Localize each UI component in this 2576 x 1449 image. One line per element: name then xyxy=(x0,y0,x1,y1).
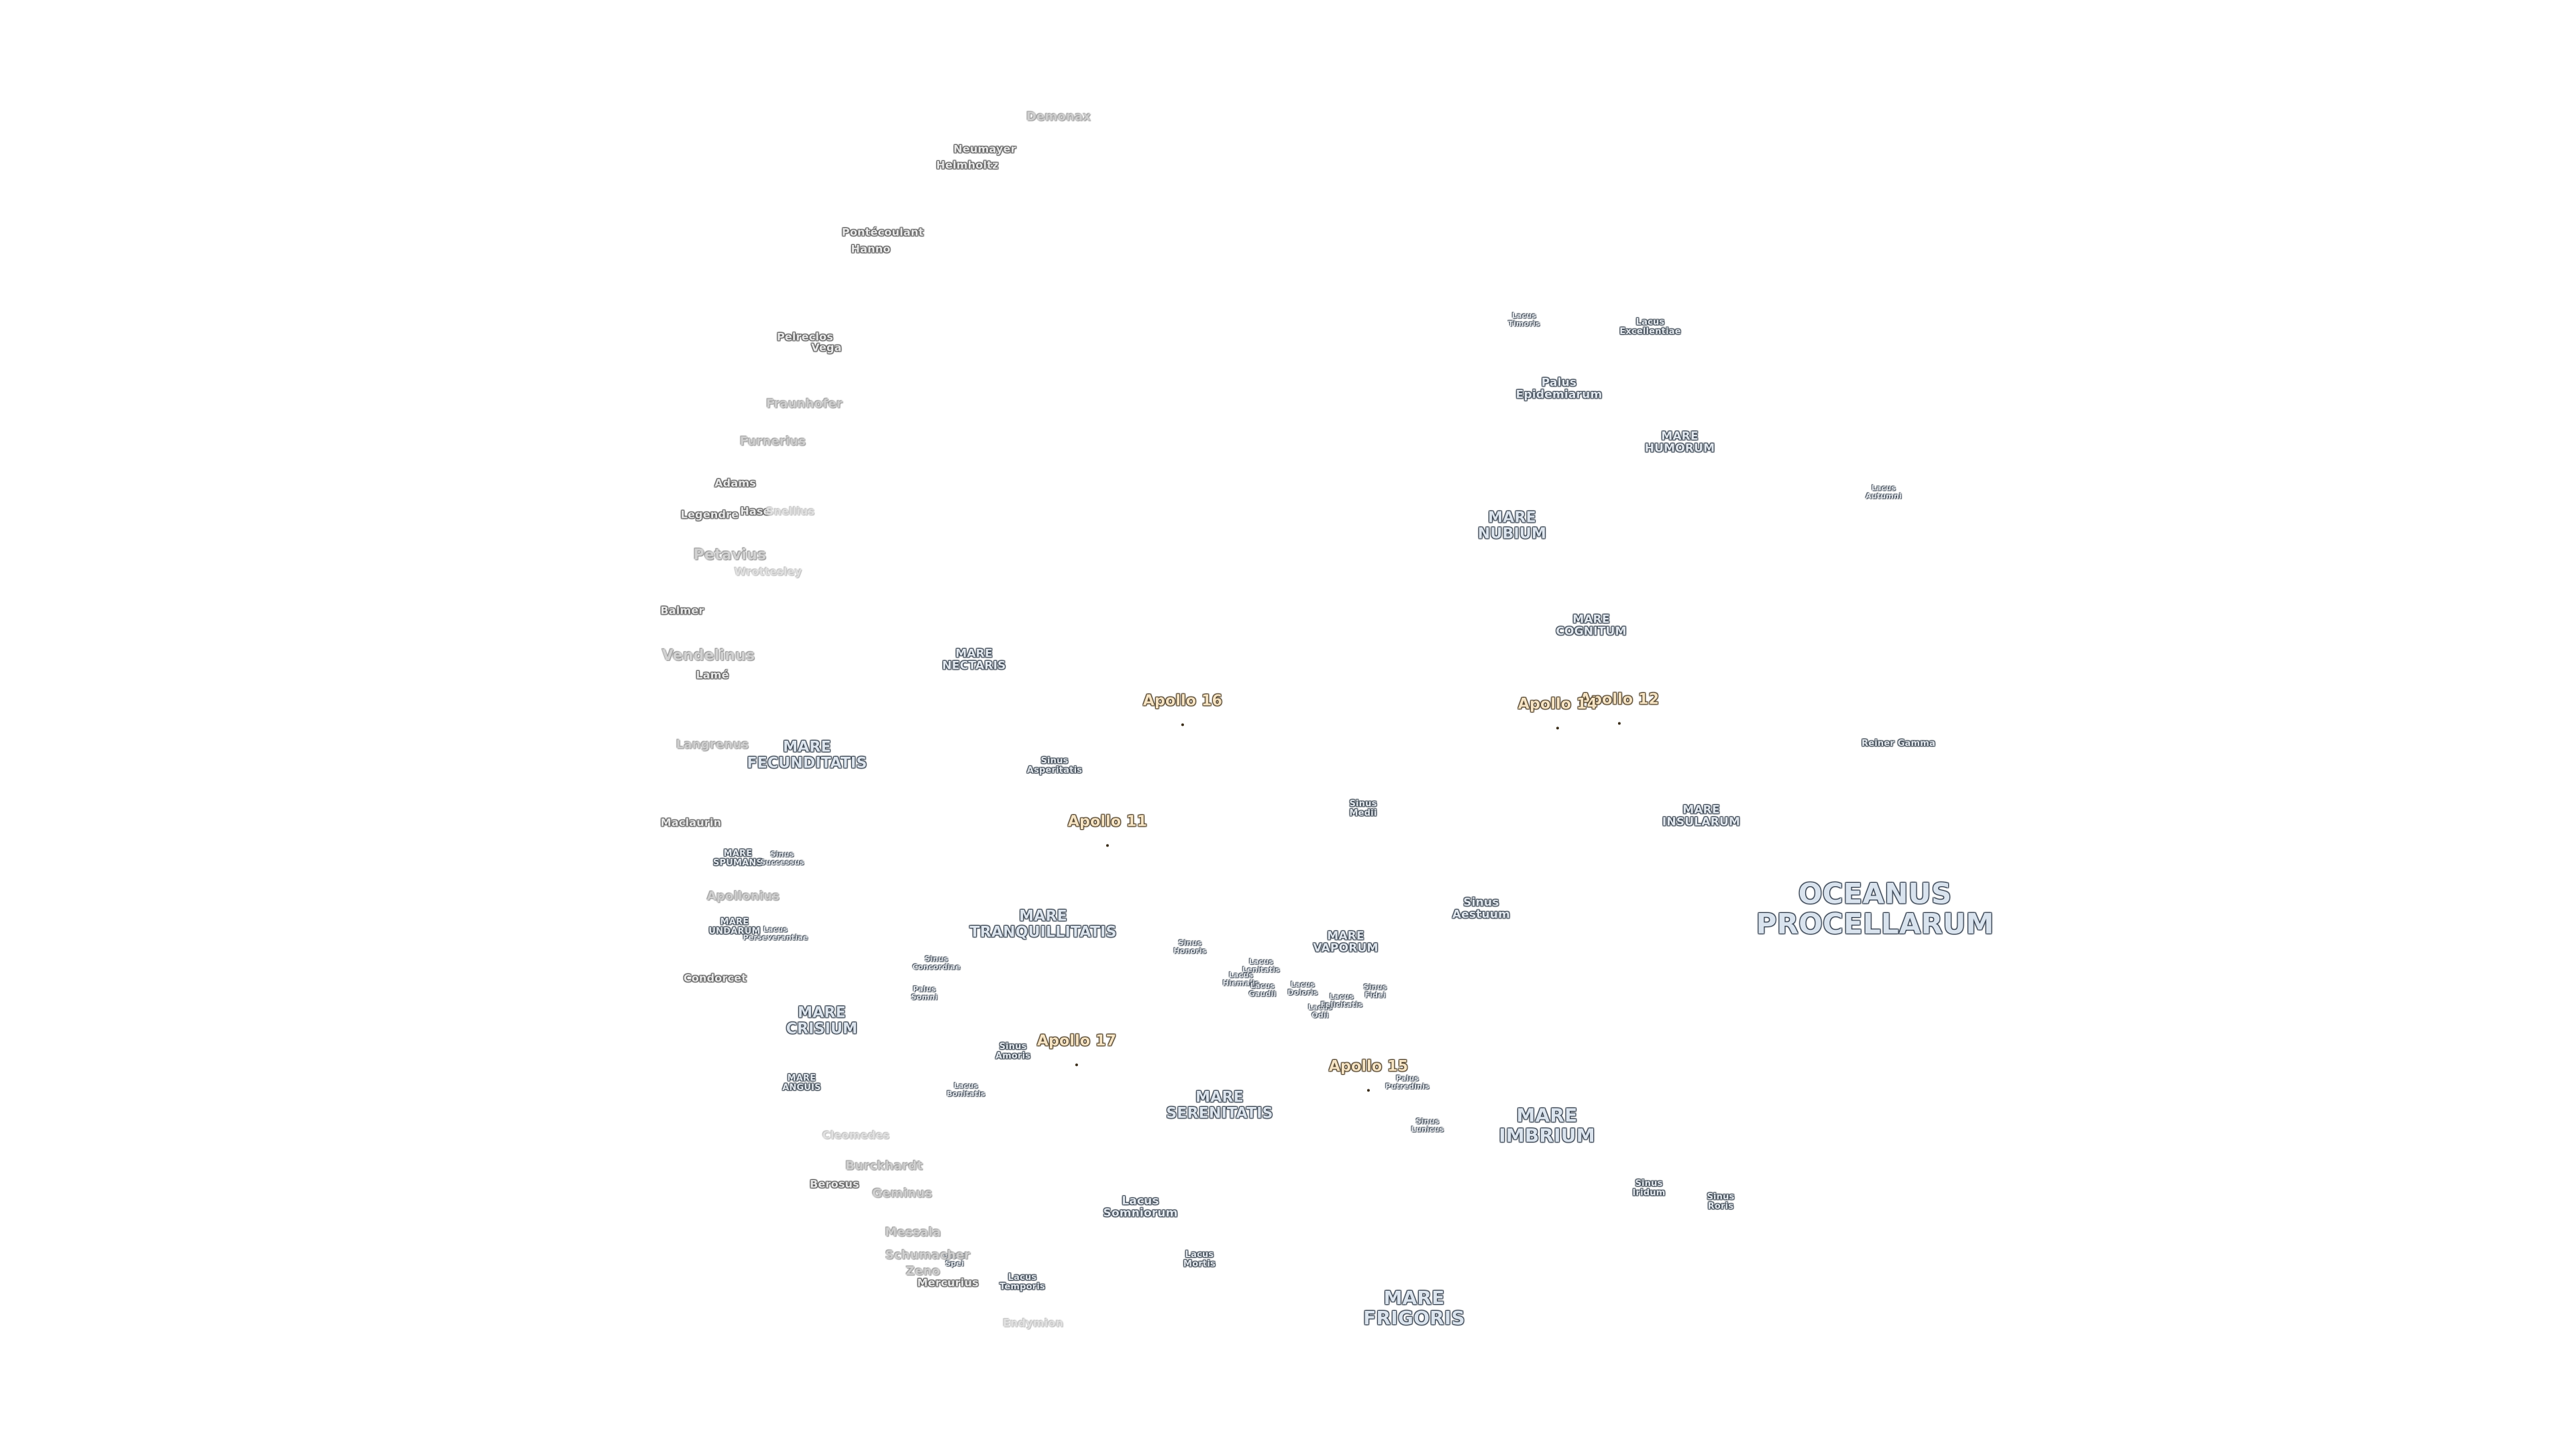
label-oceanus-procellarum: OCEANUS PROCELLARUM xyxy=(1756,877,1994,941)
label-petavius: Petavius xyxy=(693,547,767,564)
label-mercurius: Mercurius xyxy=(917,1276,979,1289)
label-mare-crisium: MARE CRISIUM xyxy=(786,1004,858,1037)
label-lacus-gaudii: Lacus Gaudii xyxy=(1248,981,1277,998)
label-apollonius: Apollonius xyxy=(706,889,780,904)
label-wrottesley: Wrottesley xyxy=(734,565,802,578)
label-lacus-spei: Lacus Spei xyxy=(942,1251,967,1268)
label-sinus-concordiae: Sinus Concordiae xyxy=(912,955,961,971)
apollo-15-label: Apollo 15 xyxy=(1328,1058,1409,1075)
label-legendre: Legendre xyxy=(680,508,739,521)
label-reiner-gamma: Reiner Gamma xyxy=(1862,738,1935,749)
label-lacus-hiemalis: Lacus Hiemalis xyxy=(1222,971,1260,987)
apollo-14-marker-icon xyxy=(1556,727,1559,730)
label-neumayer: Neumayer xyxy=(953,142,1016,156)
apollo-12-site[interactable]: Apollo 12 xyxy=(1579,676,1660,725)
label-endymion: Endymion xyxy=(1002,1316,1064,1330)
label-lacus-odii: Lacus Odii xyxy=(1307,1003,1333,1020)
label-lacus-mortis: Lacus Mortis xyxy=(1183,1249,1216,1269)
label-mare-tranquillitatis: MARE TRANQUILLITATIS xyxy=(969,908,1117,941)
label-sinus-successus: Sinus Successus xyxy=(760,850,804,867)
label-mare-anguis: MARE ANGUIS xyxy=(782,1073,821,1093)
apollo-14-site[interactable]: Apollo 14 xyxy=(1517,680,1598,730)
label-sinus-medii: Sinus Medii xyxy=(1349,798,1377,818)
label-cleomedes: Cleomedes xyxy=(822,1128,890,1142)
label-hanno: Hanno xyxy=(851,242,891,256)
label-fraunhofer: Fraunhofer xyxy=(766,396,843,411)
label-mare-vaporum: MARE VAPORUM xyxy=(1313,929,1379,955)
label-sinus-fidei: Sinus Fidei xyxy=(1363,983,1387,1000)
apollo-17-label: Apollo 17 xyxy=(1036,1032,1117,1050)
apollo-11-label: Apollo 11 xyxy=(1067,813,1148,830)
label-lacus-excellentiae: Lacus Excellentiae xyxy=(1619,317,1681,337)
label-pontecoulant: Pontécoulant xyxy=(841,225,924,239)
label-sinus-asperitatis: Sinus Asperitatis xyxy=(1026,755,1083,775)
label-snellius: Snellius xyxy=(765,504,815,518)
label-lacus-felicitatis: Lacus Felicitatis xyxy=(1320,992,1363,1009)
label-mare-frigoris: MARE FRIGORIS xyxy=(1363,1286,1465,1329)
label-helmholtz: Helmholtz xyxy=(936,158,999,172)
label-hase: Hase xyxy=(740,504,771,518)
apollo-15-site[interactable]: Apollo 15 xyxy=(1328,1042,1409,1092)
label-sinus-lunicus: Sinus Lunicus xyxy=(1411,1117,1444,1134)
label-vendelinus: Vendelinus xyxy=(661,647,755,665)
apollo-15-marker-icon xyxy=(1366,1089,1370,1092)
label-mare-undarum: MARE UNDARUM xyxy=(708,916,761,936)
label-lacus-bonitatis: Lacus Bonitatis xyxy=(947,1081,985,1098)
label-sinus-honoris: Sinus Honoris xyxy=(1173,938,1207,955)
apollo-12-marker-icon xyxy=(1617,722,1621,725)
label-mare-nectaris: MARE NECTARIS xyxy=(942,647,1006,673)
label-condorcet: Condorcet xyxy=(683,971,747,985)
label-palus-somni: Palus Somni xyxy=(911,985,938,1002)
label-lame: Lamé xyxy=(696,668,729,682)
label-schumacher: Schumacher xyxy=(885,1248,971,1263)
label-balmer: Balmer xyxy=(660,604,704,617)
label-langrenus: Langrenus xyxy=(676,737,749,752)
label-furnerius: Furnerius xyxy=(739,434,806,449)
label-mare-humorum: MARE HUMORUM xyxy=(1644,429,1715,455)
label-palus-epidemiarum: Palus Epidemiarum xyxy=(1515,376,1603,402)
apollo-12-label: Apollo 12 xyxy=(1579,691,1660,708)
label-lacus-perseverantiae: Lacus Perseverantiae xyxy=(743,925,808,942)
apollo-16-site[interactable]: Apollo 16 xyxy=(1142,677,1223,727)
label-geminus: Geminus xyxy=(872,1186,932,1201)
label-mare-insularum: MARE INSULARUM xyxy=(1662,803,1741,829)
label-lacus-lenitatis: Lacus Lenitatis xyxy=(1242,957,1281,974)
label-mare-serenitatis: MARE SERENITATIS xyxy=(1166,1089,1273,1122)
label-lacus-doloris: Lacus Doloris xyxy=(1287,980,1318,997)
label-mare-nubium: MARE NUBIUM xyxy=(1477,509,1547,542)
label-berosus: Berosus xyxy=(810,1177,859,1191)
label-mare-fecunditatis: MARE FECUNDITATIS xyxy=(747,739,867,771)
apollo-11-site[interactable]: Apollo 11 xyxy=(1067,798,1148,847)
label-mare-cognitum: MARE COGNITUM xyxy=(1556,612,1627,639)
label-sinus-iridum: Sinus Iridum xyxy=(1632,1178,1666,1198)
apollo-17-site[interactable]: Apollo 17 xyxy=(1036,1017,1117,1067)
apollo-16-marker-icon xyxy=(1181,723,1184,727)
apollo-14-label: Apollo 14 xyxy=(1517,696,1598,713)
label-mare-imbrium: MARE IMBRIUM xyxy=(1499,1104,1595,1146)
label-mare-spumans: MARE SPUMANS xyxy=(712,848,763,868)
label-burckhardt: Burckhardt xyxy=(845,1159,923,1173)
label-palus-putredinis: Palus Putredinis xyxy=(1385,1074,1430,1091)
label-sinus-roris: Sinus Roris xyxy=(1707,1191,1735,1212)
label-vega: Vega xyxy=(811,341,842,354)
label-zeno: Zeno xyxy=(906,1264,941,1279)
label-lacus-temporis: Lacus Temporis xyxy=(1000,1272,1045,1292)
label-adams: Adams xyxy=(714,476,756,490)
label-sinus-amoris: Sinus Amoris xyxy=(995,1041,1031,1061)
label-maclaurin: Maclaurin xyxy=(660,816,722,829)
label-lacus-autumni: Lacus Autumni xyxy=(1866,484,1902,500)
label-pelreclos: Pelreclos xyxy=(776,330,834,343)
apollo-11-marker-icon xyxy=(1106,844,1109,847)
label-messala: Messala xyxy=(885,1225,941,1240)
label-demonax: Demonax xyxy=(1026,109,1091,124)
apollo-17-marker-icon xyxy=(1075,1063,1078,1067)
apollo-16-label: Apollo 16 xyxy=(1142,692,1223,710)
label-lacus-timoris: Lacus Timoris xyxy=(1508,311,1540,328)
label-sinus-aestuum: Sinus Aestuum xyxy=(1452,896,1511,922)
label-lacus-somniorum: Lacus Somniorum xyxy=(1103,1194,1178,1220)
